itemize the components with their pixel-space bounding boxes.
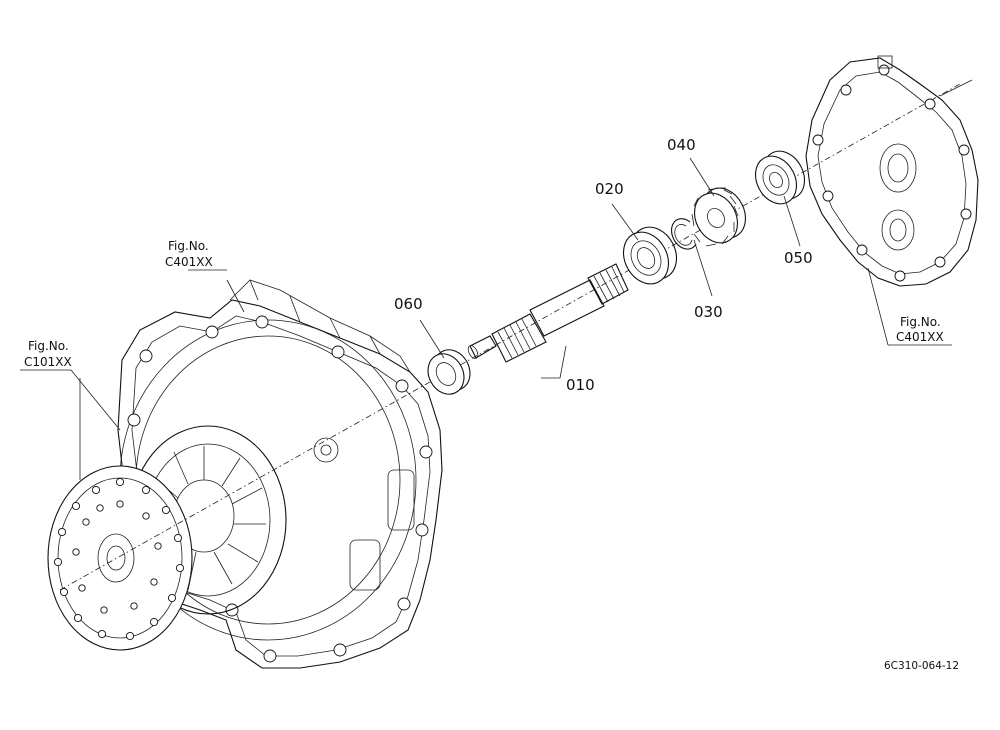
drawing-code: 6C310-064-12 [884,660,959,672]
oil-seal-060 [427,349,471,395]
ref-c401-right-line1: Fig.No. [900,315,941,329]
part-label-040: 040 [667,136,696,154]
ref-c401-right-line2: C401XX [896,330,944,344]
ref-c101-line1: Fig.No. [28,339,69,353]
ref-c101-line2: C101XX [24,355,72,369]
ref-c401-top-line1: Fig.No. [168,239,209,253]
snap-ring-030 [670,218,697,250]
part-label-010: 010 [566,376,595,394]
ref-c401-top-line2: C401XX [165,255,213,269]
part-label-030: 030 [694,303,723,321]
part-label-060: 060 [394,295,423,313]
part-label-020: 020 [595,180,624,198]
rear-cover [805,55,979,287]
leader-lines [20,157,952,480]
clutch-disc [47,465,193,651]
part-label-050: 050 [784,249,813,267]
main-shaft-010 [467,263,629,363]
gear-040 [691,187,747,247]
bearing-050 [754,150,806,205]
shaft-centerline [59,83,961,591]
transmission-housing [117,279,443,669]
bearing-020 [622,226,678,285]
